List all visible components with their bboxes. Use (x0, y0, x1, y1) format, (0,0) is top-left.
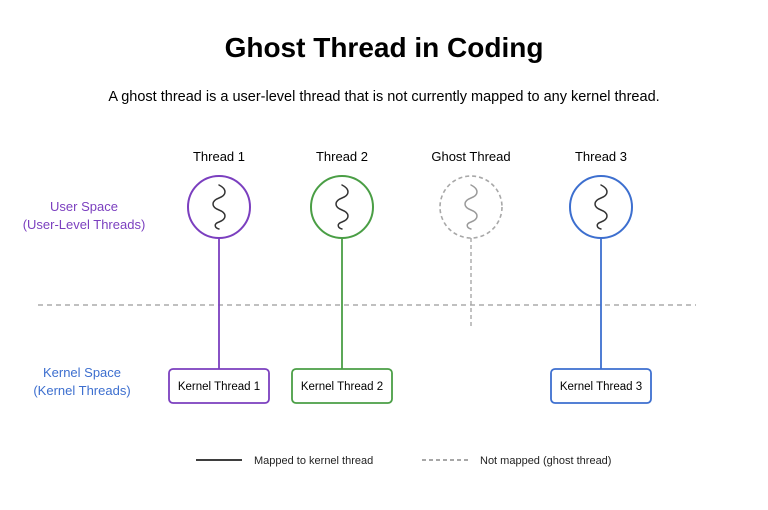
legend-mapped-label: Mapped to kernel thread (254, 455, 373, 467)
user-space-label: User Space (50, 199, 118, 214)
thread-label: Thread 2 (316, 149, 368, 164)
kernel-thread-label: Kernel Thread 2 (301, 381, 383, 393)
thread-label: Ghost Thread (431, 149, 510, 164)
thread-column: Thread 1 Kernel Thread 1 (168, 149, 270, 404)
thread-column: Ghost Thread (431, 149, 511, 328)
legend: Mapped to kernel thread Not mapped (ghos… (196, 455, 611, 467)
threads-layer: Thread 1 Kernel Thread 1 Thread 2 Kernel Th… (168, 149, 652, 404)
kernel-space-label: Kernel Space (43, 365, 121, 380)
page-title: Ghost Thread in Coding (225, 32, 544, 63)
kernel-thread-label: Kernel Thread 3 (560, 381, 642, 393)
thread-column: Thread 3 Kernel Thread 3 (550, 149, 652, 404)
kernel-thread-box (168, 368, 270, 404)
thread-circle (439, 175, 503, 239)
thread-squiggle-icon (594, 184, 608, 230)
kernel-space-sublabel: (Kernel Threads) (33, 383, 130, 398)
user-space-sublabel: (User-Level Threads) (23, 217, 146, 232)
kernel-thread-box (550, 368, 652, 404)
kernel-thread-box (291, 368, 393, 404)
legend-not-mapped-label: Not mapped (ghost thread) (480, 455, 611, 467)
thread-squiggle-icon (335, 184, 349, 230)
thread-label: Thread 1 (193, 149, 245, 164)
kernel-thread-label: Kernel Thread 1 (178, 381, 260, 393)
thread-squiggle-icon (464, 184, 478, 230)
page-subtitle: A ghost thread is a user-level thread th… (108, 89, 659, 105)
thread-label: Thread 3 (575, 149, 627, 164)
thread-column: Thread 2 Kernel Thread 2 (291, 149, 393, 404)
thread-squiggle-icon (212, 184, 226, 230)
